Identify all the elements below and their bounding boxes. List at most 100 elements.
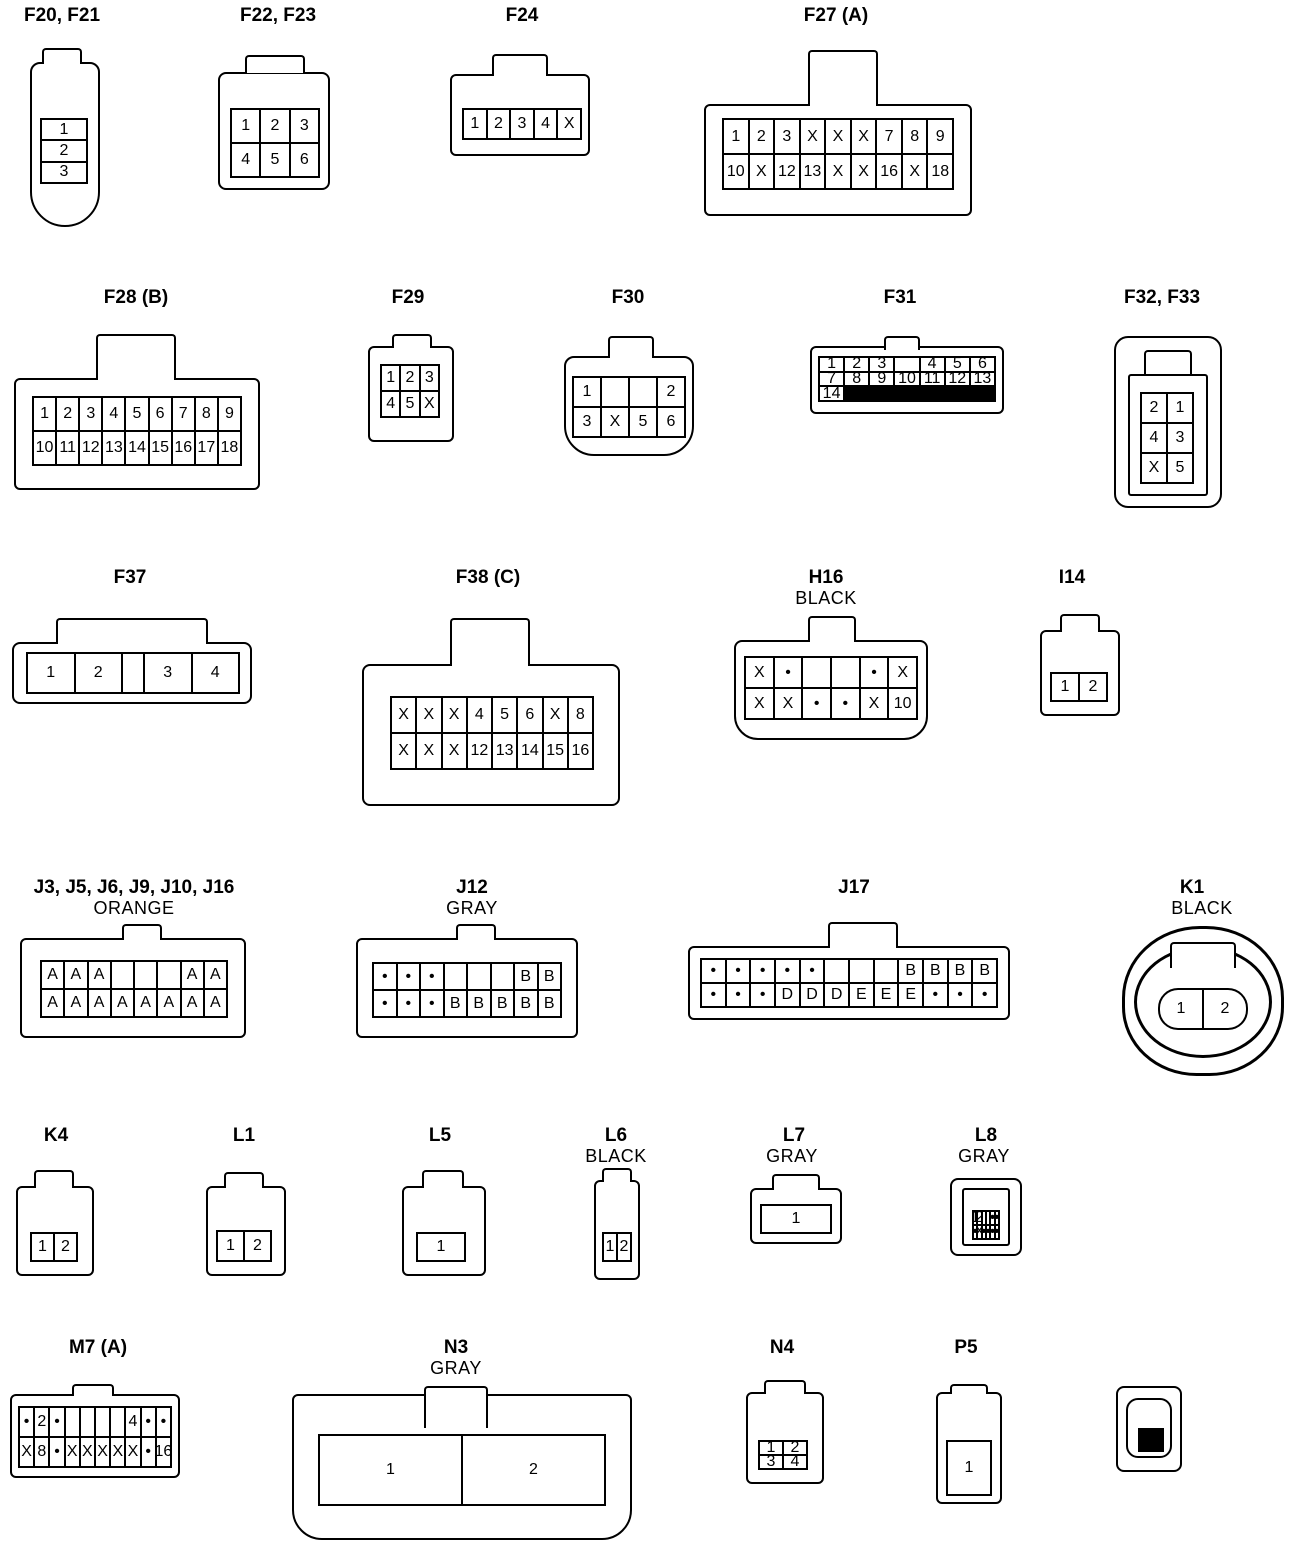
pin-cavity-empty bbox=[849, 960, 873, 982]
pin-cell: • bbox=[982, 1226, 985, 1238]
pin-cell: 11 bbox=[920, 372, 944, 386]
connector-color: BLACK bbox=[585, 1146, 647, 1166]
pin-cell: 10 bbox=[34, 432, 56, 464]
pin-cell: • bbox=[702, 984, 725, 1006]
connector-title: L7 bbox=[782, 1125, 806, 1146]
pin-cell: • bbox=[726, 984, 750, 1006]
pin-cell: X bbox=[111, 1438, 125, 1466]
pin-cell: • bbox=[948, 984, 972, 1006]
pin-cell: X bbox=[558, 110, 580, 138]
pin-cell: 1 bbox=[320, 1436, 461, 1504]
connector-title: F28 (B) bbox=[103, 287, 169, 308]
pin-cell: 14 bbox=[820, 387, 844, 400]
pin-cell: 4 bbox=[103, 398, 125, 430]
connector-color: ORANGE bbox=[93, 898, 175, 918]
pin-grid: 1 bbox=[416, 1232, 466, 1262]
connector-housing bbox=[594, 1180, 640, 1280]
latch bbox=[492, 54, 548, 76]
pin-cell: A bbox=[88, 962, 110, 988]
pin-cell: 6 bbox=[290, 144, 318, 176]
pin-cell: • bbox=[141, 1438, 155, 1466]
pin-cell: B bbox=[515, 991, 537, 1016]
pin-cell: X bbox=[749, 155, 774, 188]
pin-cell: 9 bbox=[928, 120, 952, 153]
pin-cell: E bbox=[899, 984, 922, 1006]
latch bbox=[828, 922, 898, 948]
pin-cell: • bbox=[860, 658, 888, 687]
pin-cell: 5 bbox=[630, 408, 656, 436]
connector-housing bbox=[402, 1186, 486, 1276]
connector-title: F20, F21 bbox=[23, 5, 101, 26]
pin-cell: • bbox=[702, 960, 725, 982]
pin-cell: 2 bbox=[487, 110, 510, 138]
pin-cell: X bbox=[20, 1438, 34, 1466]
pin-cell: 1 bbox=[604, 1234, 616, 1260]
pin-cell: 1 bbox=[820, 358, 844, 371]
pin-cell: 3 bbox=[80, 398, 102, 430]
pin-cell: X bbox=[417, 734, 441, 768]
pin-cell: • bbox=[397, 991, 419, 1016]
latch bbox=[1170, 942, 1236, 968]
pin-cell: 8 bbox=[845, 372, 869, 386]
pin-cell: 1 bbox=[1168, 394, 1192, 422]
pin-cell: 13 bbox=[493, 734, 517, 768]
pin-cell: 18 bbox=[218, 432, 240, 464]
pin-cell: • bbox=[995, 1212, 998, 1224]
pin-cell: • bbox=[775, 960, 799, 982]
pin-cell: A bbox=[65, 990, 87, 1016]
pin-cell: 12 bbox=[80, 432, 102, 464]
pin-cell: 2 bbox=[55, 1234, 76, 1260]
pin-cell: 12 bbox=[945, 372, 969, 386]
pin-cell: 16 bbox=[568, 734, 592, 768]
connector-title: F38 (C) bbox=[455, 567, 521, 588]
pin-cell: 5 bbox=[945, 358, 969, 371]
pin-cell: 7 bbox=[820, 372, 844, 386]
pin-cavity-empty bbox=[602, 378, 628, 406]
connector-title: H16 bbox=[808, 567, 844, 588]
pin-cell: 2 bbox=[618, 1234, 630, 1260]
pin-cell: 2 bbox=[35, 1408, 49, 1436]
latch bbox=[42, 48, 82, 64]
latch bbox=[884, 336, 920, 350]
latch bbox=[424, 1386, 488, 1428]
pin-cell: 10 bbox=[889, 689, 916, 718]
latch bbox=[602, 1168, 632, 1182]
pin-cell: 16 bbox=[156, 1438, 170, 1466]
pin-cell: B bbox=[515, 964, 537, 989]
pin-cell: • bbox=[374, 964, 396, 989]
pin-cell: X bbox=[126, 1438, 140, 1466]
pin-cell: X bbox=[851, 120, 876, 153]
pin-cell: • bbox=[923, 984, 947, 1006]
pin-cell: X bbox=[889, 658, 916, 687]
pin-cell: 2 bbox=[1142, 394, 1166, 422]
pin-cell: A bbox=[158, 990, 180, 1016]
pin-cell: 1 bbox=[724, 120, 748, 153]
pin-cell: B bbox=[538, 964, 560, 989]
pin-cell: • bbox=[421, 964, 443, 989]
pin-cell: 1 bbox=[574, 378, 600, 406]
pin-cell: 15 bbox=[149, 432, 171, 464]
connector-title: F29 bbox=[391, 287, 425, 308]
latch bbox=[772, 1174, 820, 1190]
pin-cell: 3 bbox=[870, 358, 894, 371]
pin-cell: • bbox=[50, 1438, 64, 1466]
pin-cell: 1 bbox=[760, 1442, 782, 1454]
pin-cell: 8 bbox=[35, 1438, 49, 1466]
pin-cavity-empty bbox=[468, 964, 490, 989]
pin-cell: • bbox=[751, 984, 774, 1006]
pin-cell: A bbox=[181, 990, 203, 1016]
pin-cell: X bbox=[800, 120, 825, 153]
connector-color: BLACK bbox=[1171, 898, 1233, 918]
connector-title: N3 bbox=[443, 1337, 469, 1358]
pin-grid bbox=[1138, 1428, 1164, 1452]
pin-cell: 7 bbox=[877, 120, 901, 153]
pin-cell: B bbox=[923, 960, 947, 982]
pin-cell: X bbox=[420, 392, 438, 416]
connector-housing bbox=[746, 1392, 824, 1484]
